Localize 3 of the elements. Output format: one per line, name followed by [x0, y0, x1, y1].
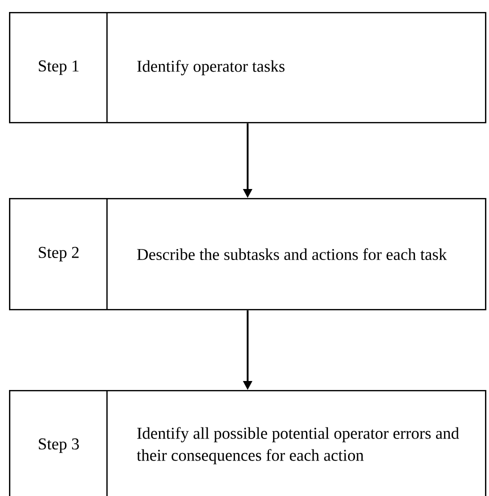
step-box: Step 3 Identify all possible potential operator errors and their consequences for each action [9, 390, 486, 496]
step-box: Step 2 Describe the subtasks and actions for each task [9, 198, 486, 310]
step-box: Step 1 Identify operator tasks [9, 12, 486, 124]
